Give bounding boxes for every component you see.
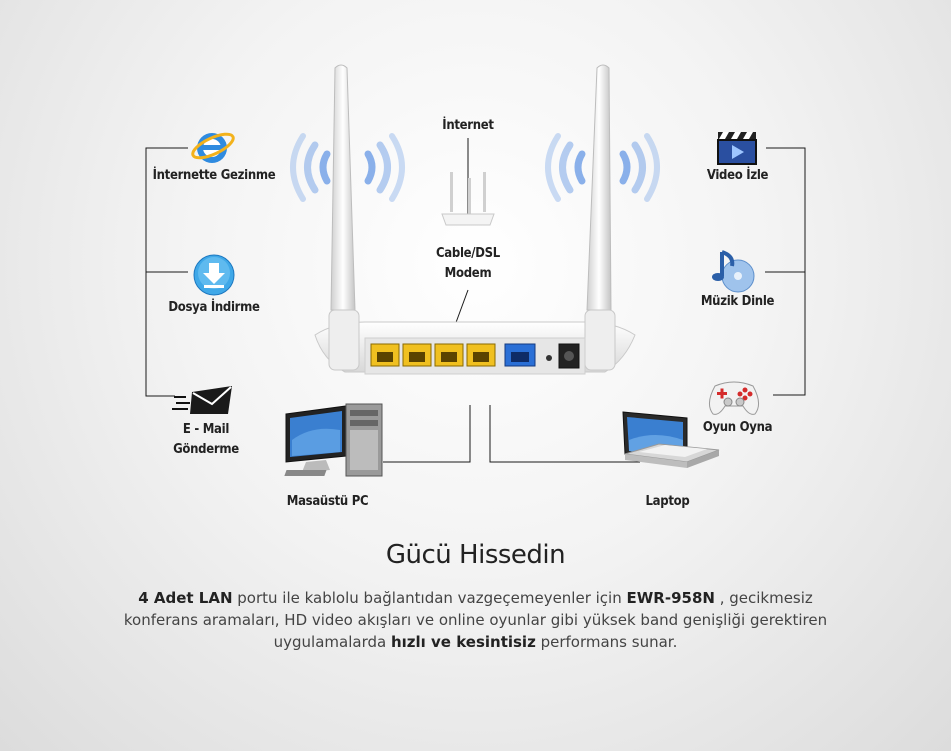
para-text-1: portu ile kablolu bağlantıdan vazgeçemey…	[232, 589, 627, 607]
router-icon	[314, 64, 636, 375]
label-laptop: Laptop	[645, 494, 690, 509]
gamepad-icon	[709, 381, 759, 415]
wifi-waves-icon	[545, 133, 660, 202]
laptop-icon	[622, 411, 720, 468]
section-heading: Gücü Hissedin	[385, 540, 566, 570]
modem-icon	[441, 172, 495, 226]
para-text-3: performans sunar.	[535, 633, 678, 651]
download-icon	[193, 254, 235, 296]
video-clapper-icon	[717, 132, 757, 165]
envelope-icon	[172, 386, 232, 414]
desktop-pc-icon	[284, 403, 383, 477]
internet-explorer-icon	[191, 132, 235, 163]
label-music: Müzik Dinle	[700, 294, 775, 309]
para-bold-1: 4 Adet LAN	[138, 589, 233, 607]
music-icon	[712, 250, 755, 293]
label-video: Video İzle	[706, 168, 769, 183]
para-bold-2: EWR-958N	[626, 589, 715, 607]
label-email: E - Mail Gönderme	[173, 422, 239, 457]
label-modem: Cable/DSL Modem	[436, 246, 500, 281]
para-text-2: , gecikmesiz konferans aramaları, HD vid…	[123, 589, 828, 651]
wifi-waves-icon	[290, 133, 405, 202]
label-internet: İnternet	[442, 118, 494, 133]
label-browse: İnternette Gezinme	[152, 168, 276, 183]
para-bold-3: hızlı ve kesintisiz	[390, 633, 536, 651]
description-paragraph: 4 Adet LAN portu ile kablolu bağlantıdan…	[120, 587, 831, 653]
label-download: Dosya İndirme	[168, 300, 260, 315]
label-game: Oyun Oyna	[702, 420, 773, 435]
label-desktop: Masaüstü PC	[286, 494, 369, 509]
